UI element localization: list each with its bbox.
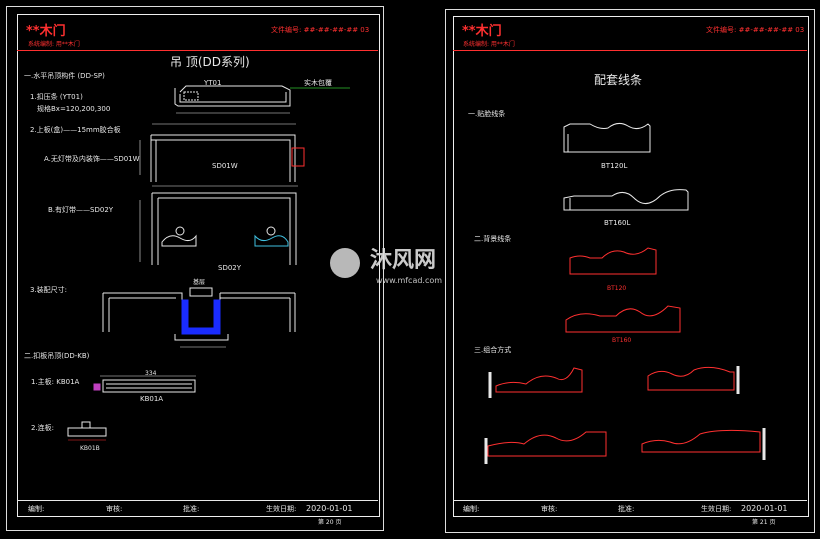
watermark-logo-icon: [330, 248, 360, 278]
left-header-rule: [17, 50, 378, 51]
sd01w-box: [139, 123, 305, 182]
right-section-3: 三.组合方式: [474, 346, 512, 354]
left-file-number: 文件编号: ##-##-##-## 03: [271, 26, 370, 34]
left-page-number: 第 20 页: [318, 519, 342, 526]
right-section-2: 二.背景线条: [474, 235, 512, 243]
sd02y-label: SD02Y: [218, 264, 242, 272]
left-title: 吊 顶(DD系列): [170, 55, 250, 69]
kb01a-label: KB01A: [140, 395, 164, 403]
left-subtitle: 系统编制: 用**木门: [28, 41, 80, 48]
watermark: 沐风网 www.mfcad.com: [330, 244, 490, 288]
bt120-label: BT120: [607, 285, 627, 292]
bt120-profile: [569, 247, 657, 275]
bt120l-label: BT120L: [601, 162, 628, 170]
bt160l-label: BT160L: [604, 219, 631, 227]
bt160l-profile: [563, 189, 689, 211]
left-brand: **木门: [26, 24, 66, 39]
combo-2: [647, 366, 740, 394]
combo-4: [641, 428, 766, 460]
connector-label: 2.连板:: [31, 424, 55, 432]
watermark-text: 沐风网: [370, 248, 437, 273]
left-footer-approve: 批准:: [183, 505, 200, 513]
right-footer-rule: [453, 500, 807, 501]
left-footer-review: 审核:: [106, 505, 123, 513]
yt01-label: YT01: [204, 79, 222, 87]
yt01-profile: [174, 85, 350, 114]
left-footer-rule: [17, 500, 378, 501]
right-footer-approve: 批准:: [618, 505, 635, 513]
left-item-3: 3.装配尺寸:: [30, 286, 68, 294]
left-item-2: 2.上板(盒)——15mm胶合板: [30, 126, 121, 134]
left-item-1-spec: 规格Bx=120,200,300: [37, 105, 111, 113]
kb01b-profile: [67, 421, 107, 441]
bt160-profile: [565, 305, 681, 333]
solid-wood-label: 实木包覆: [304, 79, 332, 87]
right-sheet-border: [445, 9, 815, 533]
sd01w-label: SD01W: [212, 162, 238, 170]
right-subtitle: 系统编制: 用**木门: [463, 41, 515, 48]
main-board-label: 1.主板: KB01A: [31, 378, 80, 386]
left-sheet-border: [6, 6, 384, 531]
right-sheet-frame: [453, 16, 809, 517]
left-footer-date-label: 生效日期:: [266, 505, 297, 513]
watermark-url: www.mfcad.com: [376, 276, 443, 285]
sd02y-box: [139, 185, 298, 265]
combo-3: [484, 431, 607, 464]
left-item-1: 1.扣压条 (YT01): [30, 93, 83, 101]
left-section-1: 一.水平吊顶构件 (DD-SP): [24, 72, 105, 80]
right-title: 配套线条: [594, 73, 643, 87]
right-header-rule: [453, 50, 807, 51]
bt120l-profile: [563, 122, 651, 153]
assembly-detail: [102, 287, 296, 348]
right-brand: **木门: [462, 24, 502, 39]
right-footer-date: 2020-01-01: [741, 504, 788, 513]
gasket-label: 基层: [193, 279, 206, 286]
kb01a-profile: [93, 375, 196, 393]
right-page-number: 第 21 页: [752, 519, 776, 526]
right-footer-date-label: 生效日期:: [701, 505, 732, 513]
left-item-2a: A.无灯带及内装饰——SD01W: [44, 155, 140, 163]
left-item-2b: B.有灯带——SD02Y: [48, 206, 114, 214]
bt160-label: BT160: [612, 337, 632, 344]
right-footer-edit: 编制:: [463, 505, 480, 513]
kb01b-label: KB01B: [80, 445, 100, 452]
dim-334: 334: [145, 370, 157, 377]
combo-1: [488, 367, 583, 398]
right-footer-review: 审核:: [541, 505, 558, 513]
right-file-number: 文件编号: ##-##-##-## 03: [706, 26, 805, 34]
left-footer-date: 2020-01-01: [306, 504, 353, 513]
left-section-2: 二.扣板吊顶(DD-KB): [24, 352, 90, 360]
left-sheet-frame: [17, 14, 380, 517]
left-footer-edit: 编制:: [28, 505, 45, 513]
right-section-1: 一.贴脸线条: [468, 110, 506, 118]
